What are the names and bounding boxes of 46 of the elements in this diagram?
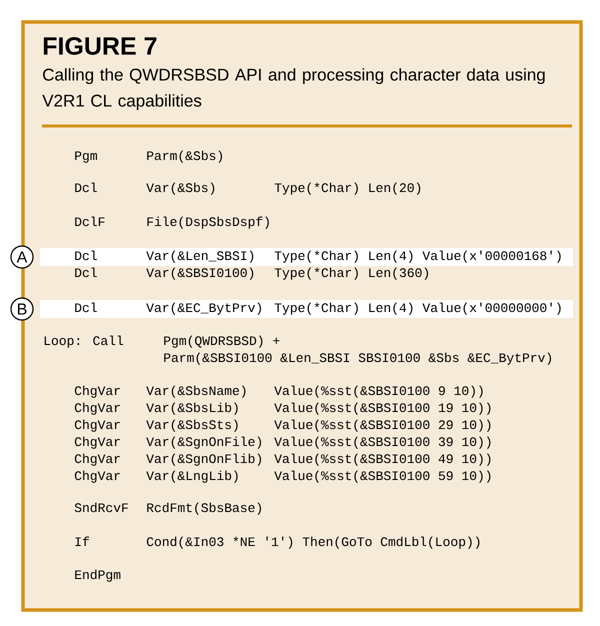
code-text: Dcl: [75, 302, 97, 312]
code-text: Var(&SbsName): [146, 386, 246, 398]
code-text: If: [75, 536, 89, 546]
code-text: Pgm: [75, 151, 97, 163]
code-text: ChgVar: [74, 470, 120, 483]
code-text: Var(&SgnOnFlib): [146, 454, 262, 466]
code-text: EndPgm: [75, 570, 120, 582]
callout-letter: A: [10, 245, 34, 269]
code-text: Value(%sst(&SBSI0100 9 10)): [274, 386, 483, 398]
code-text: Var(&SbsLib): [146, 402, 238, 415]
figure-title: FIGURE 7: [44, 37, 156, 55]
code-text: Parm(&SBSI0100 &Len_SBSI SBSI0100 &Sbs &EC_BytPrv): [164, 352, 552, 365]
code-text: Dcl: [75, 182, 97, 192]
code-text: Value(%sst(&SBSI0100 19 10)): [274, 402, 490, 415]
code-text: Value(%sst(&SBSI0100 49 10)): [274, 454, 490, 466]
code-text: Var(&SBSI0100): [146, 268, 254, 280]
code-text: Type(*Char) Len(20): [274, 182, 420, 195]
callout-letter: B: [10, 297, 34, 321]
code-text: Var(&EC_BytPrv): [146, 302, 262, 315]
code-text: ChgVar: [74, 454, 120, 466]
code-text: Parm(&Sbs): [147, 150, 222, 163]
code-text: ChgVar: [74, 386, 120, 398]
code-text: Type(*Char) Len(4) Value(x'00000168'): [274, 250, 561, 263]
code-text: Dcl: [75, 250, 97, 260]
code-text: Var(&LngLib): [146, 470, 238, 483]
code-text: Type(*Char) Len(360): [274, 268, 428, 280]
code-text: Pgm(QWDRSBSD) +: [164, 336, 280, 348]
code-text: Cond(&In03 *NE '1') Then(GoTo CmdLbl(Loop)): [146, 536, 480, 549]
code-text: Value(%sst(&SBSI0100 59 10)): [274, 470, 490, 483]
code-text: Dcl: [75, 268, 97, 278]
code-text: Var(&SbsSts): [146, 420, 238, 432]
code-text: Var(&SgnOnFile): [146, 436, 262, 449]
code-text: Value(%sst(&SBSI0100 29 10)): [274, 420, 490, 432]
code-text: Var(&Len_SBSI): [146, 250, 254, 263]
code-text: SndRcvF: [74, 502, 128, 512]
code-text: ChgVar: [74, 436, 120, 449]
code-text: ChgVar: [74, 420, 120, 432]
code-text: Type(*Char) Len(4) Value(x'00000000'): [274, 302, 561, 315]
code-text: RcdFmt(SbsBase): [147, 502, 262, 515]
code-text: Value(%sst(&SBSI0100 39 10)): [274, 436, 490, 449]
code-text: Loop: Call: [44, 336, 124, 348]
figure-caption: Calling the QWDRSBSD API and processing character data using V2R1 CL capabilities: [42, 68, 545, 110]
code-text: ChgVar: [74, 402, 120, 415]
code-text: File(DspSbsDspf): [147, 216, 269, 229]
code-text: DclF: [75, 216, 104, 226]
code-text: Var(&Sbs): [146, 182, 214, 195]
